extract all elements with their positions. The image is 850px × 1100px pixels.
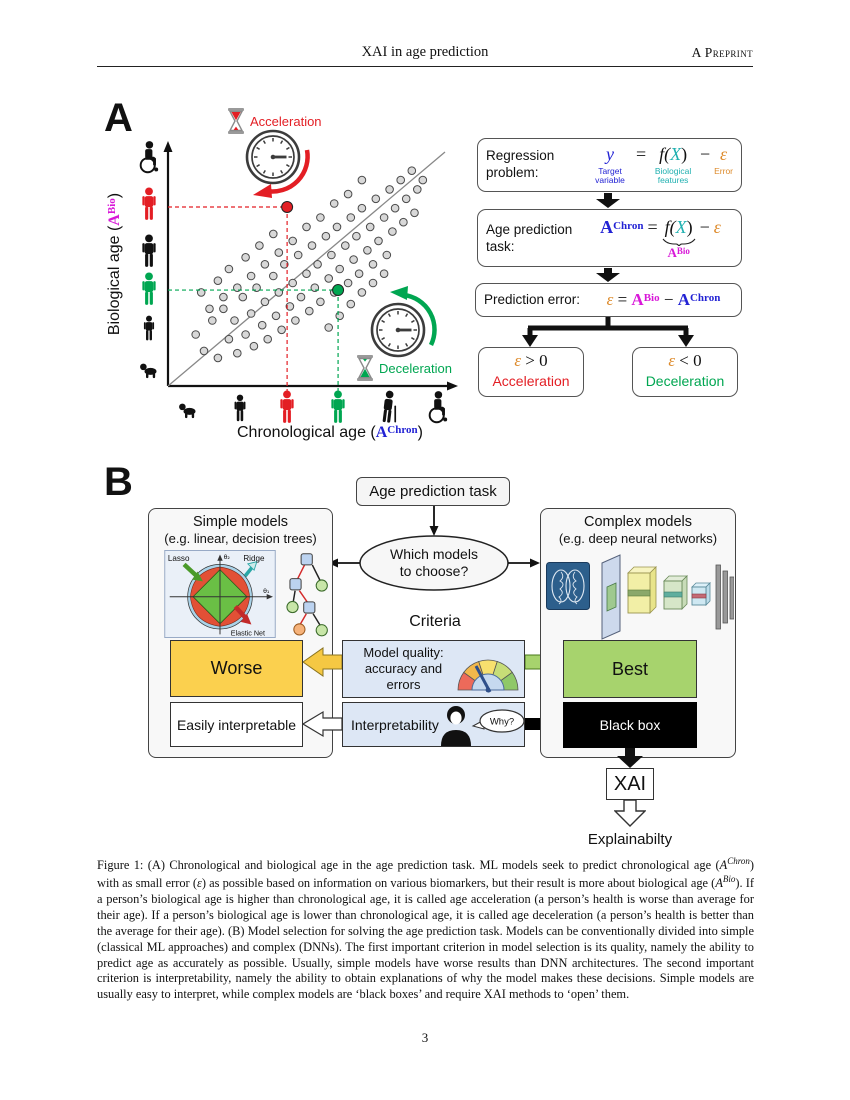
easily-interpretable-box: Easily interpretable [170, 702, 303, 747]
person-child-icon [143, 315, 155, 341]
regularization-diagram: Lasso Ridge Elastic Net θ₂ θ₁ [164, 550, 276, 638]
header-rule [97, 66, 753, 67]
ellipse-right-arrow [508, 558, 540, 568]
x-axis-person-icons [179, 390, 449, 424]
decision-tree-diagram [286, 553, 328, 637]
clock-acceleration-icon [245, 129, 301, 185]
age-prediction-task-label: Age prediction task: [486, 222, 573, 254]
person-why-icon: Why? [441, 705, 524, 746]
complex-models-title: Complex models (e.g. deep neural network… [558, 514, 718, 547]
person-adult-icon [142, 234, 156, 267]
person-adult-green-icon [331, 390, 345, 423]
y-axis-person-icons [139, 140, 160, 379]
epsilon-positive-box: ε > 0 Acceleration [478, 347, 584, 397]
person-baby-icon [140, 363, 157, 379]
xai-to-explainability-arrow [614, 800, 646, 827]
person-adult-red-icon [142, 187, 156, 220]
person-child-icon [234, 394, 246, 422]
ridge-arrow [243, 565, 254, 578]
brain-mri-icon [546, 562, 590, 610]
age-scatter-plot: Acceleration Deceleration [139, 107, 458, 424]
which-models-ellipse: Which models to choose? [359, 535, 509, 591]
acceleration-outcome-label: Acceleration [492, 372, 570, 389]
svg-text:Which models: Which models [390, 546, 478, 562]
svg-text:Ridge: Ridge [243, 554, 265, 563]
acceleration-label: Acceleration [250, 114, 322, 129]
blackbox-to-xai-arrow [617, 748, 643, 768]
svg-text:to choose?: to choose? [400, 563, 469, 579]
page-number: 3 [421, 1030, 429, 1045]
regression-problem-label: Regression problem: [486, 148, 555, 180]
branch-connector [522, 317, 694, 347]
y-axis-label: Biological age (ABio) [106, 192, 123, 336]
person-elderly-wheelchair-icon [139, 140, 160, 174]
hourglass-green-icon [356, 354, 374, 382]
ellipse-left-arrow [328, 558, 360, 568]
worse-box: Worse [170, 640, 303, 697]
panel-a-label: A [104, 96, 133, 140]
svg-text:θ₂: θ₂ [224, 554, 231, 561]
lasso-arrow [182, 562, 199, 578]
scatter-highlight-points [168, 200, 345, 393]
person-elderly-wheelchair-icon [428, 390, 449, 424]
figure-caption: Figure 1: (A) Chronological and biologic… [97, 856, 755, 1002]
running-title: XAI in age prediction [361, 44, 489, 60]
cnn-architecture-icon [601, 554, 734, 640]
panel-b-label: B [104, 460, 133, 504]
clock-deceleration-icon [370, 302, 426, 358]
gauge-icon [457, 659, 519, 693]
svg-text:Elastic Net: Elastic Net [231, 629, 265, 637]
hourglass-red-icon [227, 107, 245, 135]
task-to-question-arrow [429, 506, 439, 536]
simple-models-title: Simple models (e.g. linear, decision tre… [164, 514, 317, 547]
prediction-error-box: Prediction error: ε = ABio − AChron [475, 283, 742, 317]
svg-text:θ₁: θ₁ [263, 588, 270, 595]
deceleration-arrow [403, 292, 437, 346]
interpretability-box: Interpretability Why? [342, 702, 525, 747]
black-box: Black box [563, 702, 697, 748]
person-adult-red-icon [280, 390, 294, 423]
down-arrow [596, 193, 620, 208]
explainability-label: Explainabilty [587, 831, 673, 848]
svg-text:Why?: Why? [490, 716, 514, 727]
interpretability-label: Interpretability [351, 716, 439, 733]
age-prediction-task-box: Age prediction task: AChron = f(X) ABio … [477, 209, 742, 267]
quality-to-worse-arrow [303, 647, 342, 677]
best-box: Best [563, 640, 697, 698]
deceleration-label: Deceleration [379, 361, 452, 376]
person-elderly-cane-icon [382, 390, 397, 423]
elastic-net-arrow [233, 605, 247, 619]
deceleration-outcome-label: Deceleration [645, 372, 725, 389]
interpretability-to-easy-arrow [303, 710, 342, 738]
acceleration-arrow [266, 149, 310, 194]
criteria-heading: Criteria [409, 613, 461, 630]
header-preprint-label: A Preprint [691, 45, 753, 60]
person-adult-green-icon [142, 272, 156, 305]
identity-line [167, 151, 446, 387]
epsilon-negative-box: ε < 0 Deceleration [632, 347, 738, 397]
underbrace [662, 238, 696, 246]
prediction-error-label: Prediction error: [484, 291, 581, 307]
age-prediction-task-node: Age prediction task [356, 477, 510, 506]
x-axis-label: Chronological age (AChron) [236, 424, 423, 441]
scatter-dots [191, 166, 428, 363]
svg-text:Lasso: Lasso [168, 554, 190, 563]
xai-box: XAI [606, 768, 654, 800]
down-arrow [596, 268, 620, 282]
person-baby-icon [179, 403, 196, 419]
